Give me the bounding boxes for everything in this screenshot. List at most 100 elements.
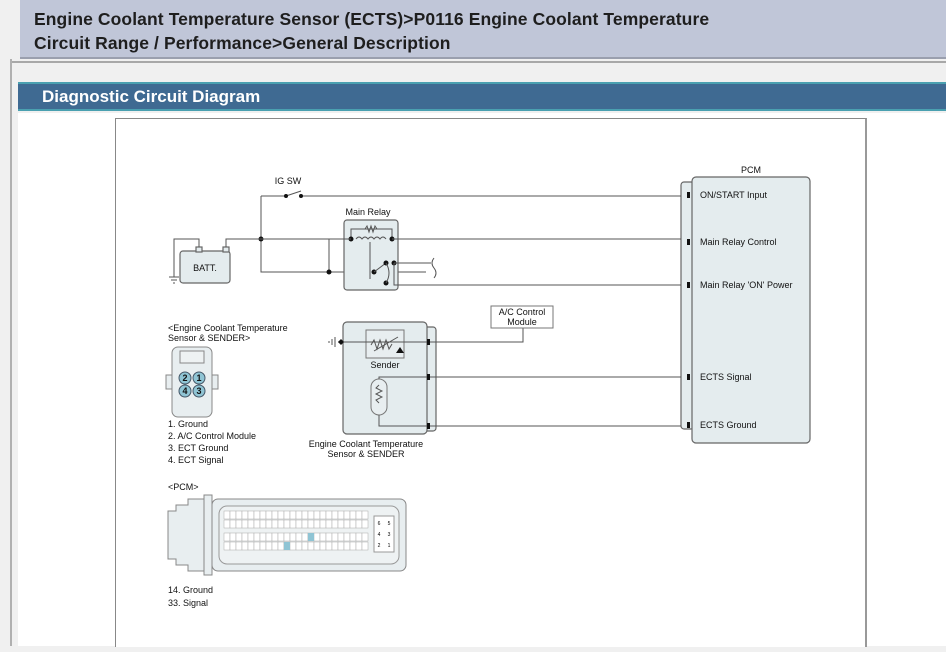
pcm-side-pin: 6	[378, 521, 381, 527]
pcm-pin-cell	[271, 519, 279, 529]
ig-switch-label: IG SW	[275, 176, 302, 186]
ig-switch: IG SW	[258, 176, 681, 273]
battery-terminal-neg	[195, 246, 203, 253]
pcm-pin-cell	[259, 519, 267, 529]
pcm-side-pin: 4	[378, 532, 381, 538]
pcm-pin-marker	[687, 282, 690, 288]
pcm-connector: <PCM> 6 5 4 3 2 1 14. Ground 33. Signal	[167, 482, 407, 608]
pcm-pin-cell	[253, 510, 261, 520]
connector-legend-item: 3. ECT Ground	[168, 443, 228, 453]
pcm-pin-cell	[265, 510, 273, 520]
pcm-pin-ects-signal: ECTS Signal	[700, 372, 752, 382]
pcm-pin-cell	[259, 532, 267, 542]
ects-pin-marker	[427, 423, 430, 429]
pcm-connector-legend-item: 14. Ground	[168, 585, 213, 595]
pcm-pin-cell	[337, 510, 345, 520]
ac-module-box	[490, 305, 554, 329]
battery-positive-wire	[225, 238, 329, 247]
pcm-pin-cell	[355, 519, 363, 529]
pcm-pin-cell	[361, 510, 369, 520]
connector-pin-label: 2	[182, 373, 187, 383]
pcm-pin-cell	[283, 519, 291, 529]
ac-module-wire	[430, 328, 524, 343]
pcm-pin-cell	[277, 510, 285, 520]
ac-module-label-line-1: A/C Control	[499, 307, 546, 317]
pcm-pin-cell	[361, 532, 369, 542]
pcm-pin-cell	[325, 510, 333, 520]
pcm-pin-cell	[319, 541, 327, 551]
pcm-pin-cell	[331, 532, 339, 542]
pcm-pin-cell	[349, 510, 357, 520]
pcm-pin-cell	[331, 541, 339, 551]
pcm-pin-cell	[295, 541, 303, 551]
connector-pin-label: 4	[182, 386, 187, 396]
pcm-pin-cell	[307, 510, 315, 520]
sender-box	[365, 329, 405, 359]
pcm-pin-cell	[295, 519, 303, 529]
battery-body	[179, 250, 231, 284]
pcm-pin-cell	[343, 541, 351, 551]
page-header: Engine Coolant Temperature Sensor (ECTS)…	[20, 0, 946, 59]
ac-control-module: A/C Control Module	[490, 305, 554, 329]
pcm-pin-cell	[313, 541, 321, 551]
ects-connector: <Engine Coolant Temperature Sensor & SEN…	[165, 323, 288, 465]
pcm-pin-cell	[277, 519, 285, 529]
pcm-pin-cell	[355, 510, 363, 520]
pcm-pin-cell	[265, 541, 273, 551]
ects-pin-marker	[427, 374, 430, 380]
pcm-pin-cell	[223, 519, 231, 529]
pcm-pin-cell	[319, 532, 327, 542]
pcm-pin-cell	[241, 510, 249, 520]
pcm-pin-main-relay-control: Main Relay Control	[700, 237, 777, 247]
connector-tab	[211, 374, 219, 390]
pcm-side-pin: 1	[388, 543, 391, 549]
pcm-pin-cell	[241, 519, 249, 529]
pcm-pin-cell	[301, 541, 309, 551]
pcm-pin-cell	[259, 510, 267, 520]
pcm-pin-cell	[349, 541, 357, 551]
pcm-pin-highlight	[284, 542, 290, 550]
connector-pin	[192, 384, 206, 398]
ground-wire	[173, 238, 200, 277]
connector-pin	[178, 384, 192, 398]
page-title: Engine Coolant Temperature Sensor (ECTS)…	[34, 7, 709, 55]
pcm-pin-cell	[283, 510, 291, 520]
pcm-pin-cell	[361, 541, 369, 551]
pcm-connector-title: <PCM>	[168, 482, 199, 492]
battery: BATT.	[169, 238, 329, 284]
pcm-pin-cell	[235, 510, 243, 520]
main-relay: Main Relay	[326, 207, 681, 291]
pcm-pin-cell	[283, 532, 291, 542]
coil-icon	[355, 236, 387, 240]
connector-pin-label: 3	[196, 386, 201, 396]
pcm-pin-cell	[247, 510, 255, 520]
pcm-pin-cell	[289, 541, 297, 551]
pcm-pin-cell	[241, 541, 249, 551]
pcm-pin-cell	[313, 510, 321, 520]
pcm-pin-cell	[253, 541, 261, 551]
pcm-pin-cell	[349, 532, 357, 542]
pcm-pin-cell	[301, 519, 309, 529]
pcm-pin-cell	[223, 510, 231, 520]
pcm-pin-cell	[271, 510, 279, 520]
thermistor-icon	[374, 384, 384, 404]
connector-title-line-2: Sensor & SENDER>	[168, 333, 250, 343]
pcm-pin-cell	[343, 532, 351, 542]
pcm-pin-main-relay-on-power: Main Relay 'ON' Power	[700, 280, 792, 290]
thermistor-wire	[378, 376, 428, 427]
connector-pin	[178, 371, 192, 385]
pcm-pin-cell	[277, 532, 285, 542]
pcm-pin-cell	[331, 510, 339, 520]
pcm-block: PCM ON/START Input Main Relay Control Ma…	[680, 165, 811, 444]
pcm-pin-ects-ground: ECTS Ground	[700, 420, 757, 430]
relay-jumper	[385, 262, 390, 284]
pcm-pin-highlight	[308, 533, 314, 541]
pcm-pin-cell	[355, 532, 363, 542]
pcm-pin-cell	[247, 519, 255, 529]
pcm-pin-cell	[235, 541, 243, 551]
ig-switch-wire	[261, 190, 681, 197]
ects-pin-marker	[427, 339, 430, 345]
connector-pin-label: 1	[196, 373, 201, 383]
pcm-connector-legend-item: 33. Signal	[168, 598, 208, 608]
pcm-connector-plug	[167, 498, 205, 572]
